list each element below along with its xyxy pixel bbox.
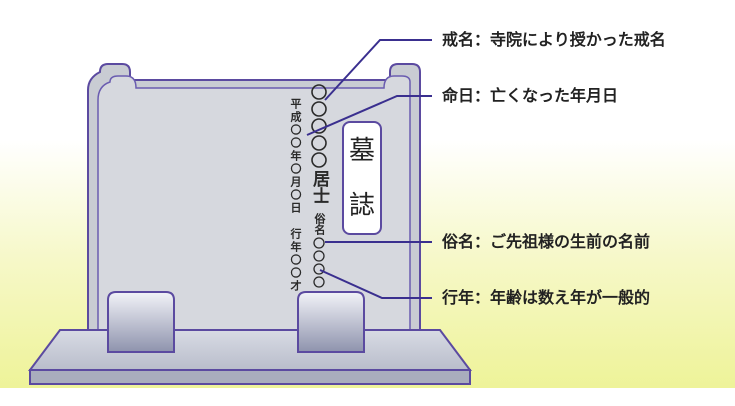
callout-kaimyo: 戒名：寺院により授かった戒名 [442, 30, 666, 50]
leader-meinichi [306, 95, 432, 136]
callout-kaimyo-term: 戒名 [442, 30, 475, 49]
zokumyo-label: 俗名 [313, 213, 326, 235]
kaimyo-suffix: 居士 [309, 170, 329, 204]
callout-gyonen-desc: 年齢は数え年が一般的 [490, 288, 651, 307]
base-top [28, 329, 472, 371]
callout-kaimyo-desc: 寺院により授かった戒名 [490, 30, 666, 49]
callout-meinichi-desc: 亡くなった年月日 [490, 86, 619, 105]
leader-gyonen [319, 269, 432, 299]
callout-meinichi-sep: ： [474, 86, 491, 105]
title-char-2: 誌 [348, 190, 375, 221]
callout-gyonen-term: 行年 [442, 288, 475, 307]
zokumyo-circles [313, 237, 325, 288]
meinichi-inscription: 平成〇〇年〇月〇日 [289, 98, 302, 215]
callout-zokumyo-term: 俗名 [442, 232, 475, 251]
callout-kaimyo-sep: ： [474, 30, 491, 49]
stand-left [107, 291, 175, 353]
callout-zokumyo: 俗名：ご先祖様の生前の名前 [442, 232, 650, 252]
stand-right [297, 291, 365, 353]
gyonen-inscription: 行年〇〇才 [289, 228, 302, 293]
callout-zokumyo-sep: ： [474, 232, 491, 251]
leader-kaimyo [324, 39, 432, 101]
callout-gyonen-sep: ： [474, 288, 491, 307]
leader-lines [306, 39, 432, 299]
callout-meinichi-term: 命日 [442, 86, 475, 105]
title-char-1: 墓 [348, 135, 375, 166]
bohshi-title-plaque: 墓 誌 [342, 121, 382, 235]
background-bottom-strip [0, 388, 735, 406]
callout-gyonen: 行年：年齢は数え年が一般的 [442, 288, 650, 308]
base-front [29, 369, 471, 385]
stone-face [97, 75, 411, 341]
callout-zokumyo-desc: ご先祖様の生前の名前 [490, 232, 651, 251]
callout-meinichi: 命日：亡くなった年月日 [442, 86, 618, 106]
